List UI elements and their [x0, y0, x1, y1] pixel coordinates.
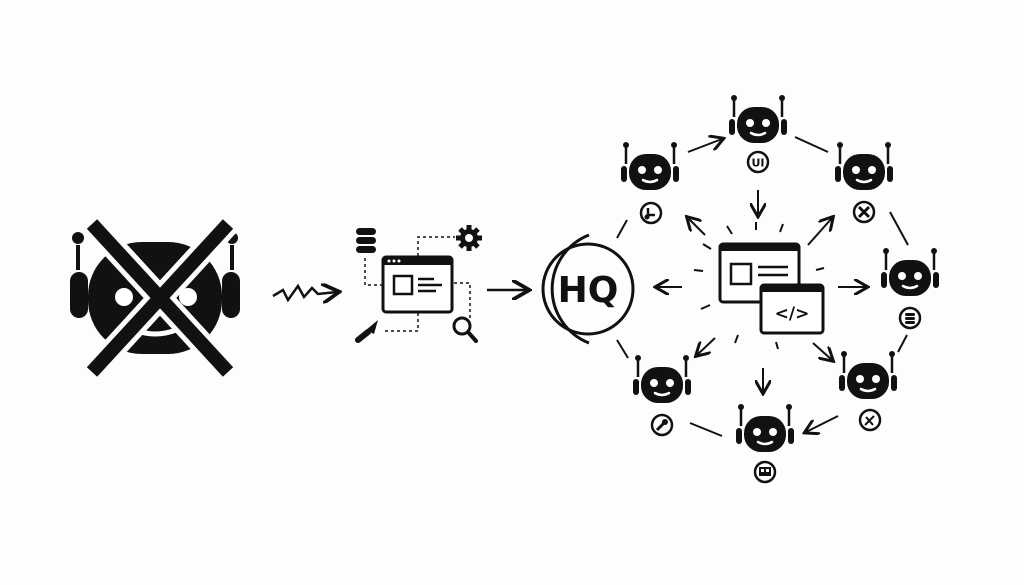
robot-icon-tools-agent — [833, 140, 895, 192]
radiating-ticks — [693, 222, 825, 350]
zigzag-arrow-icon — [272, 286, 337, 300]
cross-tools-icon — [852, 200, 876, 224]
database-badge-icon — [898, 306, 922, 330]
robot-icon-ui-agent — [727, 93, 789, 145]
robot-icon-music-agent — [619, 140, 681, 192]
robot-icon-database-agent — [879, 246, 941, 298]
magnifier-icon — [452, 316, 478, 343]
network-arrows — [657, 139, 866, 432]
dashed-connectors — [364, 236, 471, 332]
ui-badge-label: UI — [751, 157, 764, 170]
browser-window-icon — [381, 255, 454, 314]
robot-icon-wrench-agent — [631, 353, 693, 405]
ring-segments — [616, 136, 909, 437]
database-icon — [356, 228, 376, 253]
paintbrush-icon — [355, 320, 378, 343]
note-icon — [639, 201, 663, 225]
robot-icon-layout-agent — [734, 402, 796, 454]
grid-icon — [753, 460, 777, 484]
gear-icon — [456, 225, 482, 251]
robot-icon-repair-agent — [837, 349, 899, 401]
code-label: </> — [775, 304, 810, 324]
wrench-icon — [650, 413, 674, 437]
hq-icon: HQ — [541, 233, 635, 345]
hq-label: HQ — [558, 270, 619, 311]
ui-badge: UI — [746, 150, 770, 174]
code-window-icon: </> — [718, 242, 825, 335]
crossed-out-robot-icon — [70, 215, 240, 381]
scissors-wrench-icon — [858, 408, 882, 432]
